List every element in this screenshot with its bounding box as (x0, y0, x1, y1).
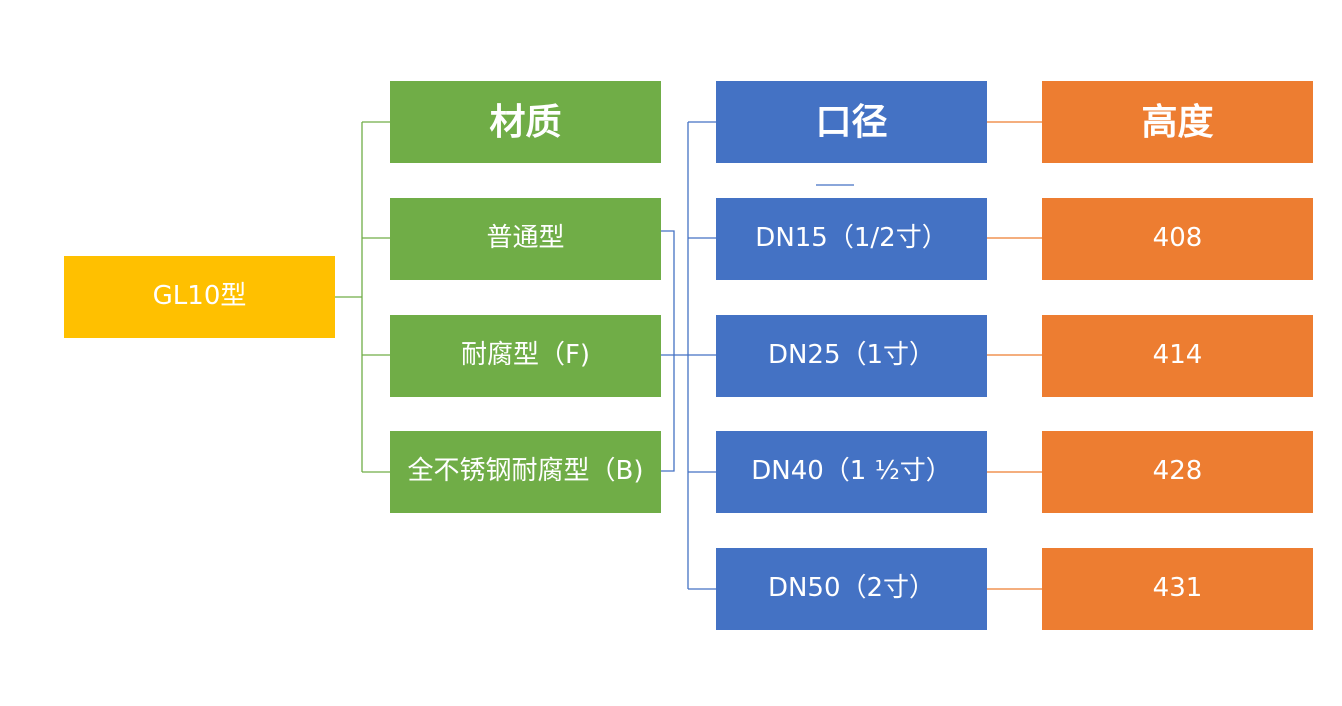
material-label: 全不锈钢耐腐型（B) (407, 456, 644, 487)
diameter-connectors (661, 121, 854, 590)
material-header-label: 材质 (489, 100, 562, 143)
height-node-414: 414 (1042, 315, 1313, 397)
diameter-label: DN25（1寸） (767, 340, 936, 371)
material-node-standard: 普通型 (390, 198, 661, 280)
material-header: 材质 (390, 81, 661, 163)
diameter-node-dn50: DN50（2寸） (716, 548, 987, 630)
diameter-node-dn40: DN40（1 ½寸） (716, 431, 987, 513)
root-node: GL10型 (64, 256, 335, 338)
height-node-428: 428 (1042, 431, 1313, 513)
height-label: 431 (1152, 573, 1203, 604)
material-label: 耐腐型（F) (460, 340, 591, 371)
height-header-label: 高度 (1141, 100, 1214, 143)
material-connectors (335, 121, 390, 473)
diameter-node-dn15: DN15（1/2寸） (716, 198, 987, 280)
height-node-408: 408 (1042, 198, 1313, 280)
height-label: 408 (1152, 223, 1203, 254)
diameter-label: DN40（1 ½寸） (751, 456, 952, 487)
root-label: GL10型 (152, 281, 247, 312)
diameter-label: DN15（1/2寸） (755, 223, 948, 254)
diameter-node-dn25: DN25（1寸） (716, 315, 987, 397)
diameter-header-label: 口径 (815, 100, 888, 143)
diameter-header: 口径 (716, 81, 987, 163)
material-node-corrosion-resistant: 耐腐型（F) (390, 315, 661, 397)
height-label: 428 (1152, 456, 1203, 487)
diameter-label: DN50（2寸） (767, 573, 936, 604)
material-node-stainless: 全不锈钢耐腐型（B) (390, 431, 661, 513)
height-node-431: 431 (1042, 548, 1313, 630)
height-header: 高度 (1042, 81, 1313, 163)
material-label: 普通型 (486, 223, 565, 254)
height-connectors (987, 121, 1042, 590)
height-label: 414 (1152, 340, 1203, 371)
